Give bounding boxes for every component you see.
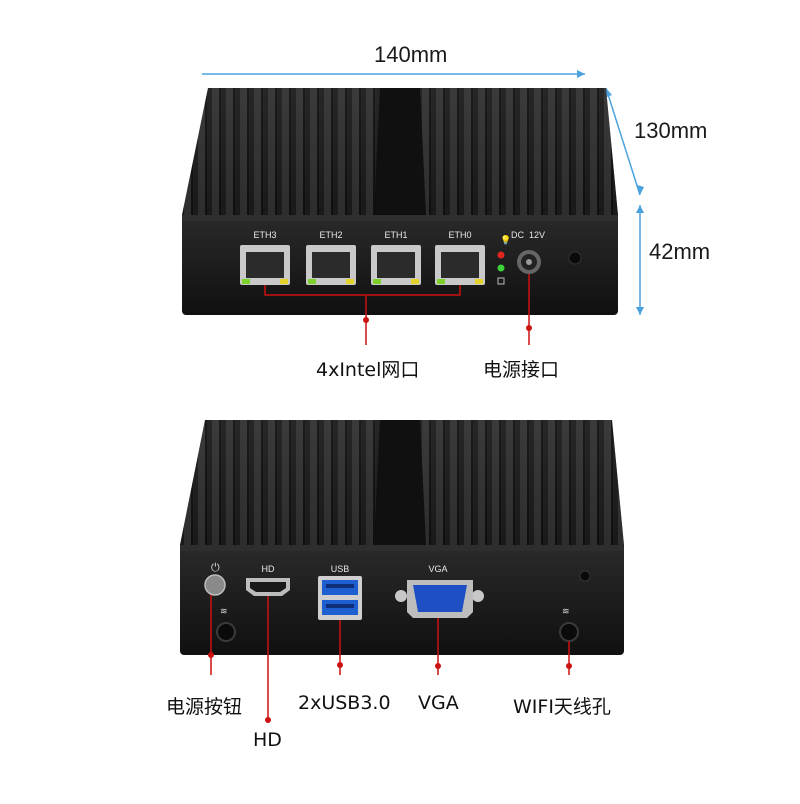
- wifi-callout-line: [566, 641, 572, 675]
- vga-callout-line: [435, 618, 441, 675]
- vga-port-label: VGA: [428, 564, 447, 574]
- usb-port-label: USB: [331, 564, 350, 574]
- lan-callout-label: 4xIntel网口: [316, 359, 420, 381]
- width-dimension-label: 140mm: [374, 42, 448, 67]
- status-leds: 💡: [497, 234, 511, 285]
- eth1-port: [371, 245, 421, 285]
- wifi-icon: ≋: [220, 607, 228, 617]
- eth1-label: ETH1: [384, 230, 407, 240]
- rear-view-chassis: [180, 420, 624, 655]
- indicator-hole: [568, 251, 582, 265]
- height-dimension-line: [636, 205, 644, 315]
- wifi-callout-label: WIFI天线孔: [513, 696, 611, 718]
- hd-port-label: HD: [262, 564, 275, 574]
- hd-callout-line: [265, 596, 271, 723]
- lan-callout-line: [264, 285, 461, 345]
- usb-callout-label: 2xUSB3.0: [298, 692, 391, 714]
- depth-dimension-label: 130mm: [634, 118, 708, 143]
- width-dimension-line: [202, 70, 585, 78]
- eth0-label: ETH0: [448, 230, 471, 240]
- eth3-label: ETH3: [253, 230, 276, 240]
- power-jack-callout-line: [526, 274, 532, 345]
- power-button-callout-label: 电源按钮: [166, 696, 243, 718]
- power-button-callout-line: [208, 595, 214, 675]
- dc-label: DC 12V: [511, 230, 545, 240]
- indicator-hole-rear: [579, 570, 591, 582]
- bulb-icon: 💡: [500, 234, 511, 246]
- eth2-label: ETH2: [319, 230, 342, 240]
- hd-callout-label: HD: [253, 729, 282, 751]
- dc-power-jack: [517, 250, 541, 274]
- eth2-port: [306, 245, 356, 285]
- usb-ports: [318, 576, 362, 620]
- vga-port: [395, 580, 484, 618]
- eth0-port: [435, 245, 485, 285]
- power-button: ⏻: [204, 561, 226, 596]
- power-icon: ⏻: [211, 561, 220, 574]
- height-dimension-label: 42mm: [649, 239, 711, 264]
- usb-callout-line: [337, 620, 343, 675]
- hdmi-port: [246, 578, 290, 596]
- eth3-port: [240, 245, 290, 285]
- power-jack-callout-label: 电源接口: [483, 359, 560, 381]
- vga-callout-label: VGA: [418, 692, 459, 714]
- wifi-icon: ≋: [562, 607, 570, 617]
- wifi-antenna-hole-left: ≋: [216, 607, 236, 642]
